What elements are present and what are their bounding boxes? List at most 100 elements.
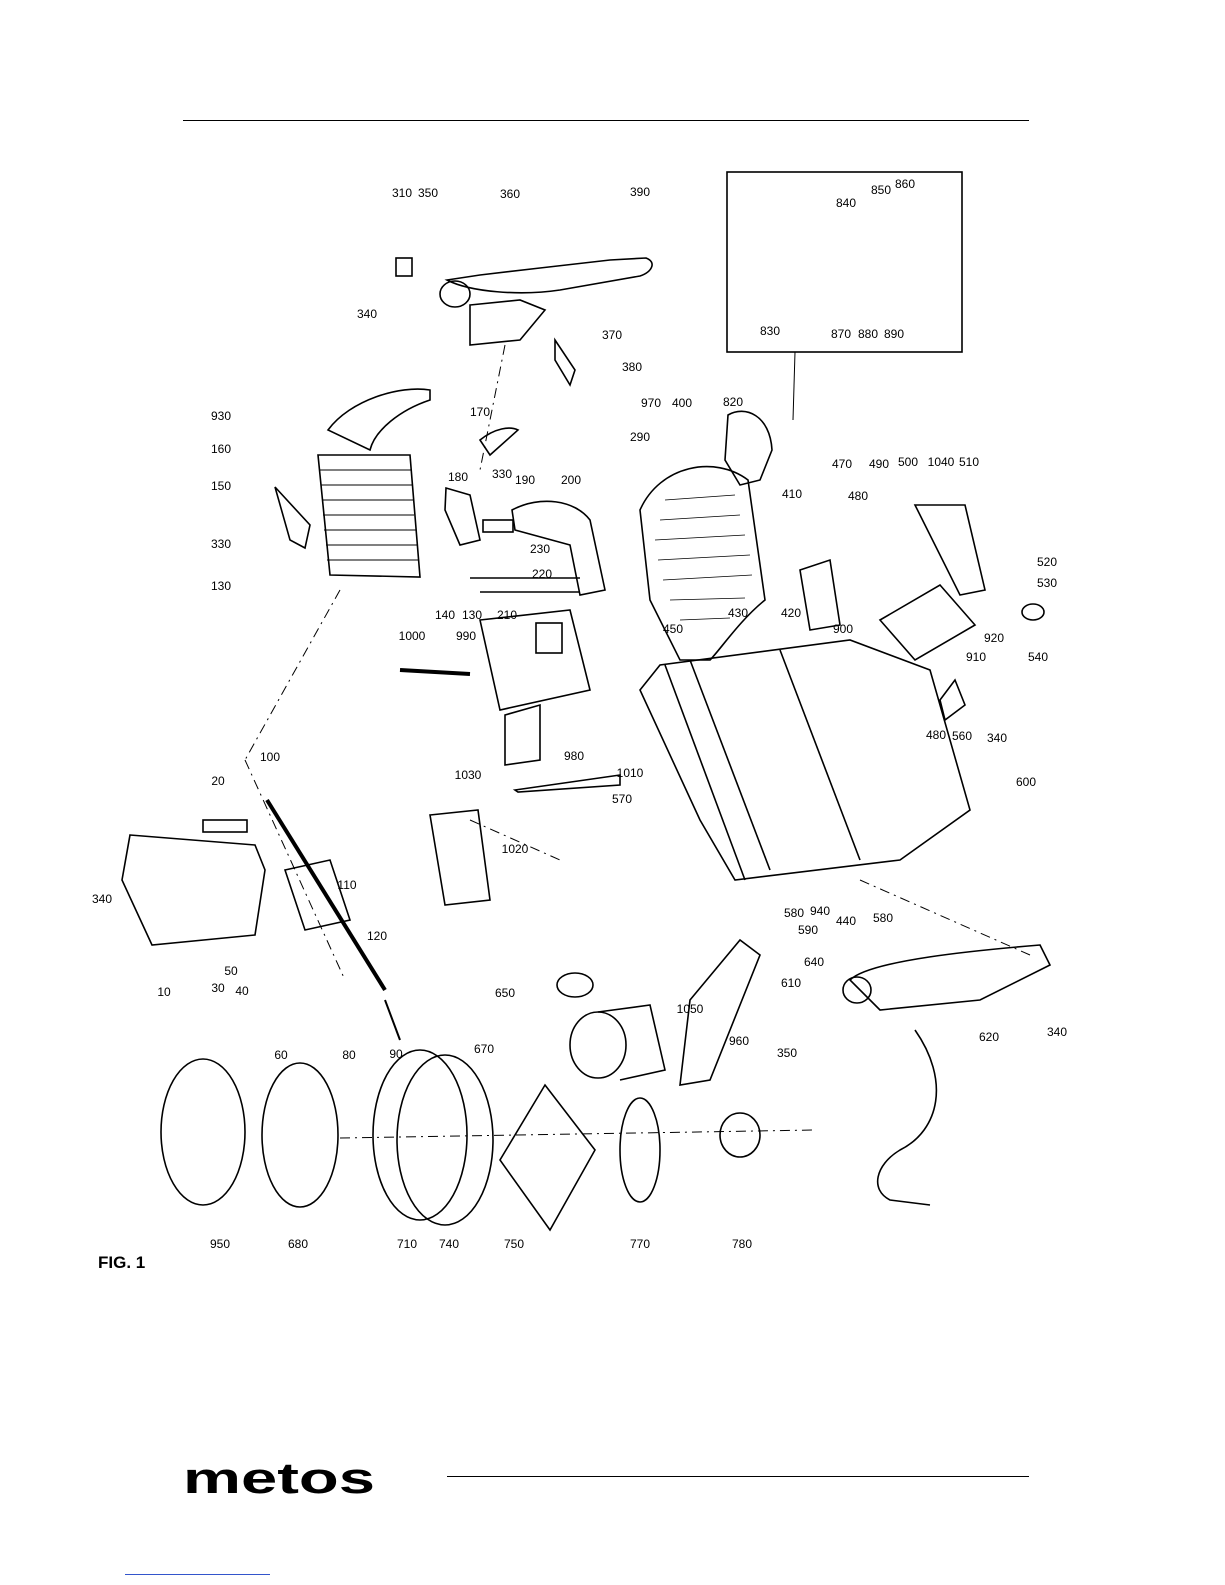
part-callout-20: 20 bbox=[211, 774, 225, 788]
part-callout-510: 510 bbox=[959, 455, 979, 469]
part-callout-310: 310 bbox=[392, 186, 412, 200]
figure-caption: FIG. 1 bbox=[98, 1253, 146, 1272]
knob-560 bbox=[939, 678, 966, 722]
guard-200 bbox=[511, 500, 606, 596]
fence-plate-160 bbox=[317, 454, 421, 578]
part-callout-150: 150 bbox=[211, 479, 231, 493]
part-callout-950: 950 bbox=[210, 1237, 230, 1251]
shaft-100 bbox=[265, 798, 387, 992]
plate-750 bbox=[499, 1083, 596, 1232]
guard-930 bbox=[326, 388, 431, 452]
motor-670 bbox=[569, 1011, 627, 1079]
part-callout-40: 40 bbox=[235, 984, 249, 998]
cord-620 bbox=[876, 1029, 938, 1206]
part-callout-200: 200 bbox=[561, 473, 581, 487]
carriage-990 bbox=[479, 609, 591, 711]
metos-logo: metos bbox=[183, 1454, 375, 1503]
part-callout-620: 620 bbox=[979, 1030, 999, 1044]
part-callout-570: 570 bbox=[612, 792, 632, 806]
part-callout-330: 330 bbox=[211, 537, 231, 551]
part-callout-140: 140 bbox=[435, 608, 455, 622]
part-callout-900: 900 bbox=[833, 622, 853, 636]
belt-770 bbox=[619, 1097, 661, 1203]
part-callout-850: 850 bbox=[871, 183, 891, 197]
part-callout-360: 360 bbox=[500, 187, 520, 201]
part-callout-540: 540 bbox=[1028, 650, 1048, 664]
part-callout-340: 340 bbox=[987, 731, 1007, 745]
part-callout-580: 580 bbox=[873, 911, 893, 925]
top-carriage-block bbox=[469, 299, 547, 346]
rod-190 bbox=[482, 519, 514, 533]
part-callout-390: 390 bbox=[630, 185, 650, 199]
part-callout-520: 520 bbox=[1037, 555, 1057, 569]
part-callout-190: 190 bbox=[515, 473, 535, 487]
part-callout-670: 670 bbox=[474, 1042, 494, 1056]
ring-740 bbox=[396, 1054, 494, 1226]
part-callout-710: 710 bbox=[397, 1237, 417, 1251]
part-callout-580: 580 bbox=[784, 906, 804, 920]
slide-110 bbox=[283, 859, 352, 931]
side-plate-150 bbox=[274, 486, 311, 550]
part-callout-470: 470 bbox=[832, 457, 852, 471]
guard-170 bbox=[478, 427, 520, 457]
plate-460 bbox=[799, 558, 841, 631]
part-callout-90: 90 bbox=[389, 1047, 403, 1061]
part-callout-530: 530 bbox=[1037, 576, 1057, 590]
handle-610 bbox=[848, 944, 1052, 1011]
part-callout-970: 970 bbox=[641, 396, 661, 410]
part-callout-420: 420 bbox=[781, 606, 801, 620]
part-callout-920: 920 bbox=[984, 631, 1004, 645]
part-callout-480: 480 bbox=[848, 489, 868, 503]
part-callout-220: 220 bbox=[532, 567, 552, 581]
bottom-link-underline bbox=[125, 1574, 270, 1575]
part-callout-1040: 1040 bbox=[928, 455, 955, 469]
part-callout-330: 330 bbox=[492, 467, 512, 481]
bracket-980 bbox=[504, 703, 541, 766]
main-body-600 bbox=[639, 639, 971, 881]
capacitor-650 bbox=[556, 972, 594, 998]
blade-710 bbox=[372, 1049, 468, 1221]
part-callout-130: 130 bbox=[211, 579, 231, 593]
part-callout-1010: 1010 bbox=[617, 766, 644, 780]
part-callout-480: 480 bbox=[926, 728, 946, 742]
part-callout-960: 960 bbox=[729, 1034, 749, 1048]
part-callout-740: 740 bbox=[439, 1237, 459, 1251]
part-callout-890: 890 bbox=[884, 327, 904, 341]
bracket-520 bbox=[913, 504, 986, 596]
part-callout-100: 100 bbox=[260, 750, 280, 764]
ring-950 bbox=[160, 1058, 246, 1206]
part-callout-750: 750 bbox=[504, 1237, 524, 1251]
part-callout-990: 990 bbox=[456, 629, 476, 643]
part-callout-680: 680 bbox=[288, 1237, 308, 1251]
part-callout-650: 650 bbox=[495, 986, 515, 1000]
part-callout-10: 10 bbox=[157, 985, 171, 999]
part-callout-410: 410 bbox=[782, 487, 802, 501]
part-callout-210: 210 bbox=[497, 608, 517, 622]
part-callout-490: 490 bbox=[869, 457, 889, 471]
part-callout-940: 940 bbox=[810, 904, 830, 918]
knob-540 bbox=[1021, 603, 1045, 621]
part-callout-350: 350 bbox=[777, 1046, 797, 1060]
part-callout-1020: 1020 bbox=[502, 842, 529, 856]
part-callout-180: 180 bbox=[448, 470, 468, 484]
bracket-1030 bbox=[429, 809, 491, 906]
part-callout-910: 910 bbox=[966, 650, 986, 664]
part-callout-160: 160 bbox=[211, 442, 231, 456]
part-callout-130: 130 bbox=[462, 608, 482, 622]
part-callout-770: 770 bbox=[630, 1237, 650, 1251]
part-callout-380: 380 bbox=[622, 360, 642, 374]
part-callout-860: 860 bbox=[895, 177, 915, 191]
part-callout-340: 340 bbox=[357, 307, 377, 321]
part-callout-120: 120 bbox=[367, 929, 387, 943]
part-callout-560: 560 bbox=[952, 729, 972, 743]
pulley-780 bbox=[719, 1112, 761, 1158]
rod-1000 bbox=[399, 668, 471, 676]
rod-1010 bbox=[512, 774, 621, 793]
part-callout-1000: 1000 bbox=[399, 629, 426, 643]
blade-cover-400 bbox=[639, 465, 766, 661]
part-callout-930: 930 bbox=[211, 409, 231, 423]
blade-680 bbox=[261, 1062, 339, 1208]
spring-90 bbox=[384, 999, 401, 1041]
base-plate-10 bbox=[121, 834, 266, 946]
